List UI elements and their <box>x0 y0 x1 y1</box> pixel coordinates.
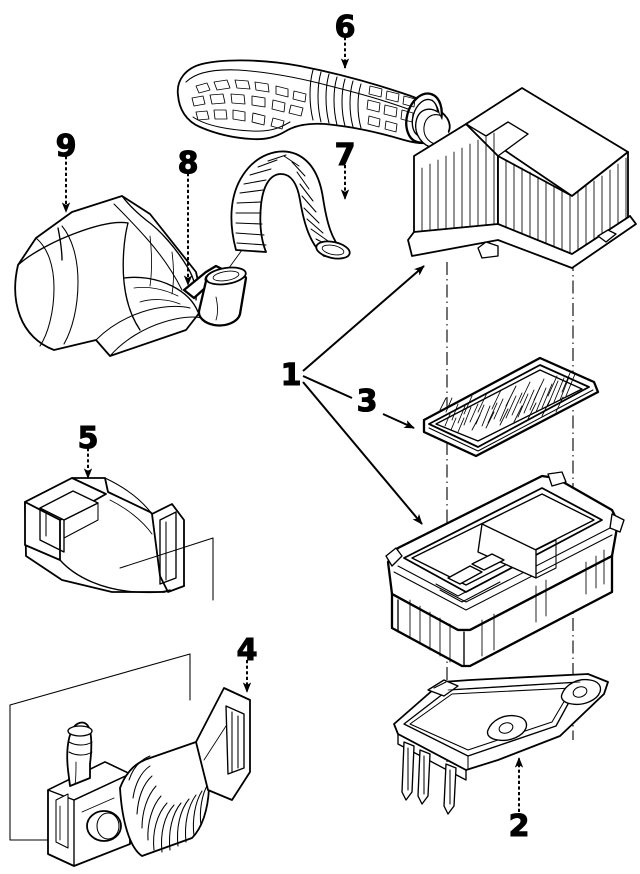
leader-1-to-3 <box>302 375 353 399</box>
callout-label-3: 3 <box>357 384 378 419</box>
callout-label-9: 9 <box>56 129 77 164</box>
callout-label-7: 7 <box>335 138 356 173</box>
leader-3 <box>382 413 415 429</box>
callout-label-4: 4 <box>237 633 258 668</box>
part-inlet-snorkel-duct <box>24 477 214 601</box>
callout-label-8: 8 <box>178 146 199 181</box>
part-intake-duct-bellows <box>9 653 251 867</box>
part-air-cleaner-cover <box>407 87 637 269</box>
part-corrugated-vent-hose <box>217 150 351 284</box>
callout-numbers: 9 8 6 7 5 4 1 3 2 <box>55 9 530 844</box>
part-air-inlet-tube <box>182 264 248 327</box>
callout-label-5: 5 <box>78 421 99 456</box>
callout-leaders <box>61 37 524 812</box>
part-air-deflector-shield <box>14 195 229 357</box>
assembly-centerlines <box>446 258 574 762</box>
part-mounting-bracket <box>393 673 609 815</box>
callout-label-6: 6 <box>335 10 356 45</box>
leader-1-to-cover <box>302 265 425 372</box>
part-air-cleaner-housing <box>385 471 625 668</box>
part-air-filter-element <box>422 356 600 458</box>
part-ribbed-intake-hose <box>176 59 451 145</box>
callout-label-2: 2 <box>509 809 530 844</box>
leader-1-to-housing <box>302 381 423 525</box>
callout-label-1: 1 <box>281 358 302 393</box>
